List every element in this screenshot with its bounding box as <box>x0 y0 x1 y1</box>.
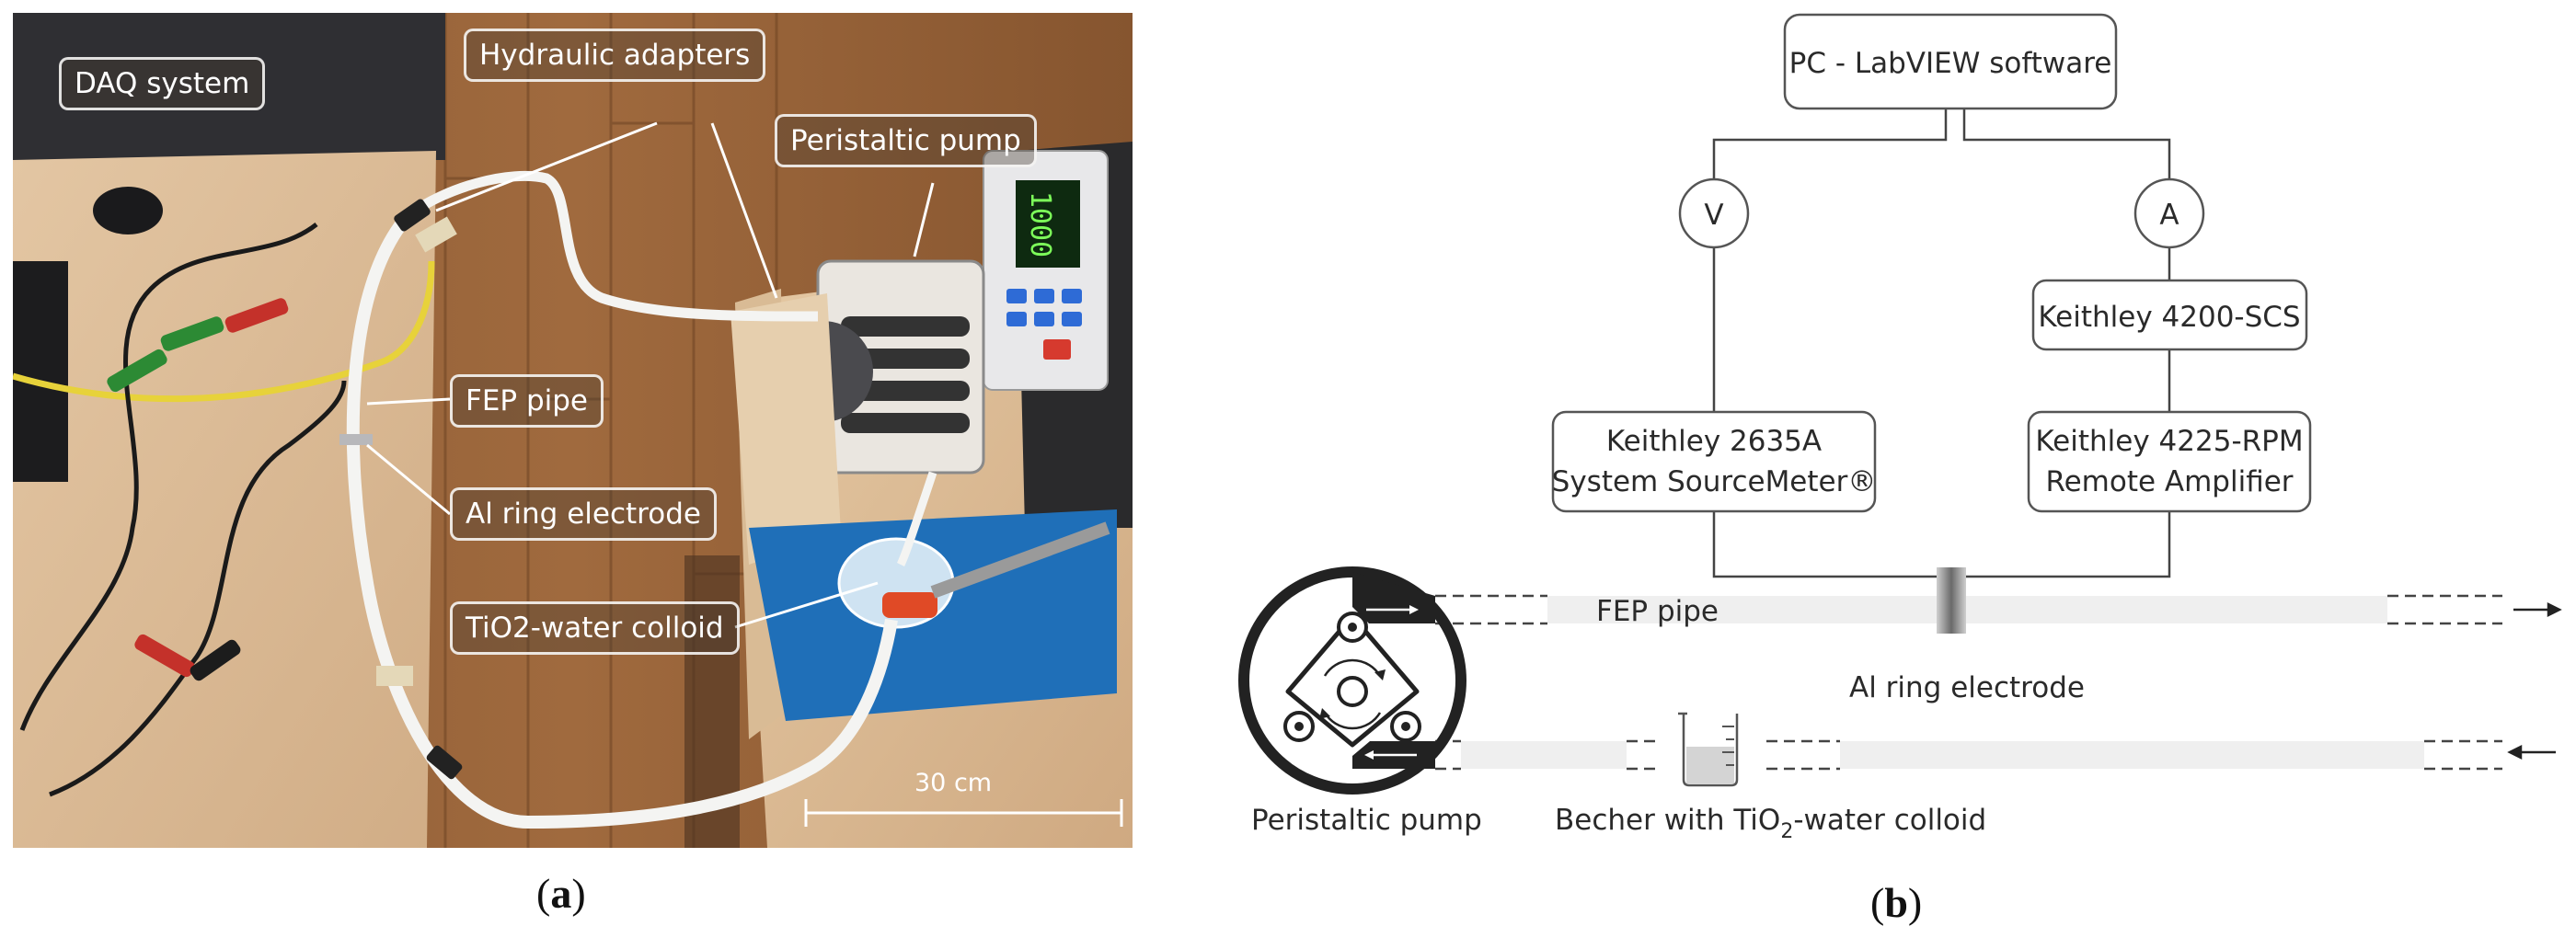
fep-pipe <box>346 211 898 829</box>
label-fep-pipe: FEP pipe <box>450 374 604 428</box>
schematic-diagram: PC - LabVIEW software V A Keithley 4200-… <box>1238 13 2562 843</box>
keyboard <box>13 261 68 482</box>
ring-electrode <box>339 434 373 445</box>
keithley-4225-box <box>2027 410 2312 513</box>
red-clip <box>224 298 289 333</box>
fep-pipe-upper <box>1547 596 2387 623</box>
peristaltic-pump-label: Peristaltic pump <box>1251 804 1482 837</box>
left-desk <box>13 151 436 848</box>
voltmeter-label: V <box>1704 199 1723 232</box>
caption-b: (b) <box>1870 879 1923 926</box>
label-tio2-colloid: TiO2-water colloid <box>450 601 740 655</box>
photo-scene: 1000 <box>13 13 1133 848</box>
pipe-lower-right <box>1840 741 2424 769</box>
pump-body: 1000 <box>983 150 1109 391</box>
keithley-4200-box <box>2031 279 2308 351</box>
flow-arrows <box>2507 601 2562 760</box>
dark-background <box>13 13 445 160</box>
keithley-2635-line1: Keithley 2635A <box>1606 425 1822 458</box>
annotation-arrows <box>366 121 935 629</box>
label-peristaltic-pump: Peristaltic pump <box>775 114 1037 167</box>
ammeter-label: A <box>2159 199 2179 232</box>
ammeter <box>2133 177 2205 249</box>
keithley-4200-label: Keithley 4200-SCS <box>2038 301 2300 334</box>
yellow-cable <box>13 260 435 403</box>
al-ring-electrode-label: Al ring electrode <box>1849 671 2085 704</box>
becher-label: Becher with TiO2-water colloid <box>1555 804 1986 843</box>
voltmeter <box>1678 177 1750 249</box>
label-daq-system: DAQ system <box>59 57 266 110</box>
scale-bar-label: 30 cm <box>914 769 993 797</box>
keithley-4225-line1: Keithley 4225-RPM <box>2035 425 2303 458</box>
label-al-ring-electrode: Al ring electrode <box>450 487 717 541</box>
pump-display: 1000 <box>1024 191 1056 257</box>
pipe-lower-left <box>1461 741 1627 769</box>
clamp <box>882 592 937 618</box>
black-cable <box>19 223 318 731</box>
keithley-2635-line2: System SourceMeter® <box>1552 465 1877 498</box>
al-ring-electrode <box>1937 567 1966 634</box>
pc-box <box>1783 13 2118 110</box>
green-clip <box>160 316 224 351</box>
keithley-2635-box <box>1551 410 1877 513</box>
pc-box-label: PC - LabVIEW software <box>1789 47 2112 80</box>
fep-pipe-label: FEP pipe <box>1596 595 1719 628</box>
becher-icon <box>1678 712 1739 787</box>
schematic-panel: PC - LabVIEW software V A Keithley 4200-… <box>1214 0 2567 944</box>
clamp-rod <box>930 521 1110 599</box>
peristaltic-pump-icon <box>1238 566 1466 795</box>
caption-a: (a) <box>536 870 586 917</box>
scale-bar <box>804 799 1123 827</box>
photo-panel: 1000 <box>13 13 1133 848</box>
hydraulic-adapter <box>394 199 431 232</box>
mouse <box>93 187 163 234</box>
label-hydraulic-adapters: Hydraulic adapters <box>464 29 766 82</box>
keithley-4225-line2: Remote Amplifier <box>2045 465 2293 498</box>
